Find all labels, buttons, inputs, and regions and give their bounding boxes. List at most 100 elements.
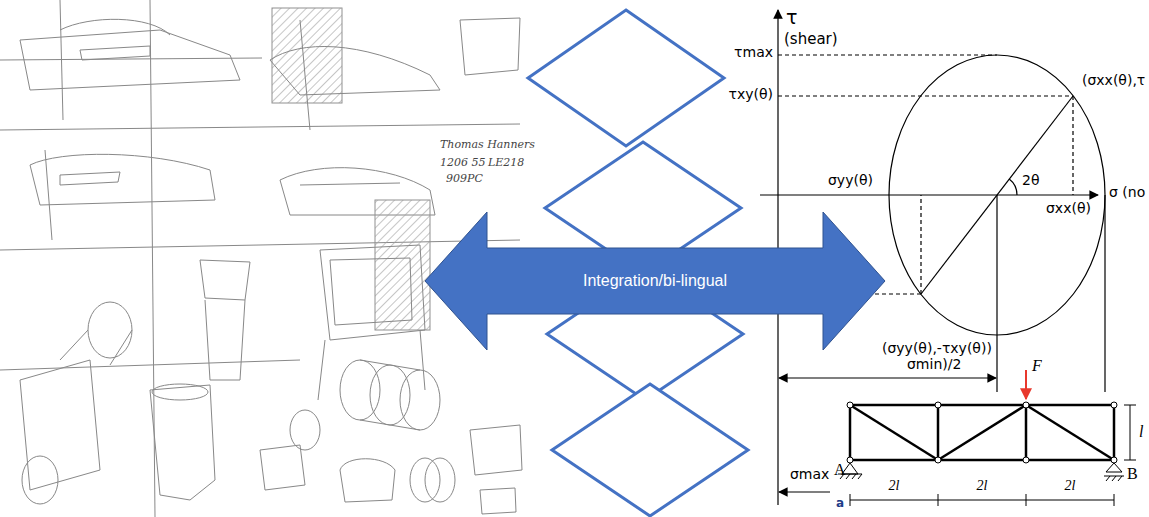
label-anchor: (shear) (784, 30, 838, 48)
label-anchor: τ (786, 6, 797, 29)
truss-figure-part-part (849, 405, 852, 460)
handwritten-note: Thomas Hanners (440, 138, 535, 151)
truss-figure-part-part (850, 494, 1114, 506)
pencil-sketches-part (370, 365, 410, 425)
truss-figure-part (830, 392, 1149, 517)
pencil-sketches-part (290, 410, 320, 450)
truss-label: B (1127, 464, 1138, 483)
pencil-sketches-part (20, 30, 240, 90)
pencil-sketches-part (360, 360, 420, 430)
label-anchor: σmin)/2 (905, 356, 963, 373)
label-anchor: F (1032, 356, 1042, 375)
dimension-label: l (1139, 422, 1143, 441)
label-anchor: Thomas Hanners (440, 138, 535, 151)
axis-label: σ (no (1109, 184, 1145, 201)
truss-figure-part-part (847, 457, 853, 463)
pencil-sketches-part (0, 58, 262, 60)
pencil-sketches-part (300, 20, 310, 130)
pencil-sketches-part (0, 124, 520, 130)
pencil-sketches-part (60, 330, 132, 365)
handwritten-note: LE218 (488, 156, 524, 169)
axis-label: (σxx(θ),τ (1082, 72, 1145, 89)
mohr-circle-part-part (1072, 96, 1073, 195)
label-anchor: (σyy(θ),-τxy(θ)) (880, 340, 994, 357)
truss-figure-part-part (938, 405, 1026, 460)
pencil-sketches-part (150, 385, 215, 500)
label-anchor: a (836, 496, 844, 510)
truss-figure-part-part (1023, 457, 1029, 463)
truss-figure-part (850, 405, 1114, 460)
figure-letter: a (836, 496, 844, 510)
mohr-circle-part (996, 195, 997, 392)
label-anchor: 2l (889, 478, 900, 495)
pencil-sketches-part (0, 240, 520, 250)
label-anchor: σ (no (1109, 184, 1145, 201)
axis-label: 2θ (1022, 172, 1039, 189)
pencil-sketches-part (270, 46, 440, 95)
pencil-sketches-part (300, 183, 400, 185)
pencil-sketches-part (152, 384, 208, 400)
decision-diamonds-part (528, 10, 724, 146)
pencil-sketches-part (470, 425, 522, 475)
label-anchor: LE218 (488, 156, 524, 169)
pencil-sketches-part (30, 154, 215, 205)
pencil-sketches-part (375, 200, 430, 330)
truss-figure-part-part (1025, 405, 1028, 460)
pencil-sketches-part (400, 370, 440, 430)
axis-label: τmax (734, 44, 773, 61)
truss-figure-part-part (937, 405, 940, 460)
label-anchor: B (1127, 464, 1138, 483)
label-anchor: σmax (790, 466, 829, 483)
truss-figure-part-part (850, 459, 1114, 462)
truss-figure-part-part (935, 457, 941, 463)
pencil-sketches-part (272, 8, 342, 103)
label-anchor: τxy(θ) (729, 86, 774, 103)
pencil-sketches-part (60, 19, 170, 35)
mohr-circle-part (1009, 179, 1017, 195)
truss-figure-part-part (1026, 405, 1114, 460)
label-anchor: l (1139, 422, 1143, 441)
pencil-sketches-part (425, 458, 455, 502)
pencil-sketches-part (45, 150, 52, 240)
pencil-sketches-part (20, 360, 100, 490)
truss-figure-part (847, 402, 1117, 463)
label-anchor: 1206 55 (440, 156, 486, 169)
arrow-label: Integration/bi-lingual (583, 271, 727, 290)
label-anchor: σxx(θ) (1046, 200, 1091, 217)
mohr-circle-part-part (778, 95, 1073, 96)
truss-figure-part-part (1113, 405, 1116, 460)
truss-figure-part-part (847, 402, 853, 408)
mohr-circle-part (779, 377, 996, 378)
pencil-sketches-part (205, 300, 245, 380)
pencil-sketches (0, 0, 522, 517)
pencil-sketches-part (340, 360, 380, 420)
axis-label: τxy(θ) (729, 86, 774, 103)
mohr-circle-part (760, 194, 1098, 195)
pencil-sketches-part (320, 245, 425, 340)
truss-figure (830, 370, 1149, 517)
truss-figure-part-part (1106, 476, 1122, 481)
label-anchor: 2l (1065, 478, 1076, 495)
pencil-sketches-part (480, 488, 516, 514)
dimension-label: 2l (977, 478, 988, 495)
pencil-sketches-part (22, 456, 58, 504)
label-anchor: σyy(θ) (828, 172, 873, 189)
pencil-sketches-part (200, 260, 250, 300)
truss-figure-part-part (850, 500, 1114, 501)
label-anchor: 909PC (446, 172, 483, 185)
force-label: F (1032, 356, 1042, 375)
axis-label: τ (786, 6, 797, 29)
pencil-sketches-part (80, 46, 150, 60)
mohr-circle-part-part (778, 54, 997, 55)
truss-label: A (834, 460, 846, 479)
truss-figure-part-part (1130, 405, 1131, 460)
dimension-label: 2l (889, 478, 900, 495)
double-arrow-outline (425, 212, 885, 350)
truss-figure-part-part (850, 405, 938, 460)
pencil-sketches-part (260, 445, 305, 490)
handwritten-note: 1206 55 (440, 156, 486, 169)
double-arrow-node: Integration/bi-lingual (425, 212, 885, 350)
truss-figure-part-part (850, 404, 1114, 407)
label-anchor: 2l (977, 478, 988, 495)
